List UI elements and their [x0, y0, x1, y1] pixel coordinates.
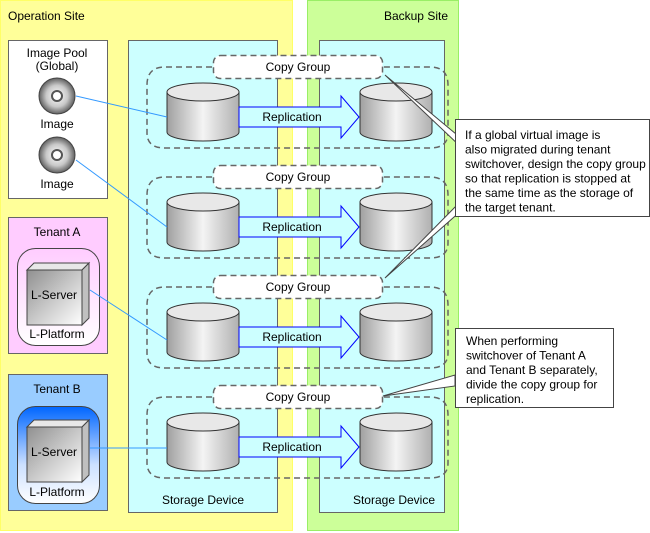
copy-group-boundary: [146, 286, 449, 369]
callout-text-line: When performing: [466, 334, 558, 348]
storage-volume-icon: [166, 302, 240, 362]
disc-icon: [38, 136, 76, 174]
l-server-label: L-Server: [31, 445, 77, 459]
replication-label: Replication: [262, 110, 321, 124]
storage-volume-icon: [166, 412, 240, 472]
copy-group-boundary: [146, 66, 449, 149]
copy-group-boundary: [146, 176, 449, 259]
callout-text-line: the same time as the storage of: [465, 186, 634, 200]
storage-volume-icon: [359, 192, 433, 252]
storage-volume-icon: [359, 82, 433, 142]
image-pool-subtitle: (Global): [36, 59, 79, 73]
link-line: [75, 95, 168, 118]
copy-group-boundary: [146, 396, 449, 479]
callout-text-line: If a global virtual image is: [465, 128, 600, 142]
copy-group-label: Copy Group: [266, 390, 331, 404]
callout-text-line: so that replication is stopped at: [465, 172, 631, 186]
replication-arrow: Replication: [238, 94, 360, 140]
backup-site-label: Backup Site: [384, 9, 448, 23]
copy-group-label: Copy Group: [266, 170, 331, 184]
server-cube-icon: [25, 261, 91, 327]
callout-text-line: the target tenant.: [465, 201, 556, 215]
callout-text-line: and Tenant B separately,: [466, 363, 598, 377]
replication-arrow: Replication: [238, 424, 360, 470]
callout-text-line: also migrated during tenant: [465, 143, 611, 157]
l-platform-label: L-Platform: [29, 327, 84, 341]
tenant-a-label: Tenant A: [34, 225, 81, 239]
image-label: Image: [40, 177, 74, 191]
replication-label: Replication: [262, 220, 321, 234]
disc-icon: [38, 77, 76, 115]
l-server-label: L-Server: [31, 288, 77, 302]
replication-label: Replication: [262, 440, 321, 454]
callout-text-line: switchover of Tenant A: [466, 349, 586, 363]
link-line: [89, 289, 168, 341]
replication-arrow: Replication: [238, 204, 360, 250]
callout-text-line: replication.: [466, 392, 524, 406]
copy-group-label-box: [212, 54, 384, 80]
callout-text-line: divide the copy group for: [466, 378, 597, 392]
copy-group-label-box: [212, 274, 384, 300]
tenant-b-label: Tenant B: [33, 382, 80, 396]
operation-site-label: Operation Site: [8, 9, 85, 23]
copy-group-label-box: [212, 384, 384, 410]
callout-text-line: switchover, design the copy group: [465, 157, 646, 171]
copy-group-label-box: [212, 164, 384, 190]
l-platform-label: L-Platform: [29, 485, 84, 499]
storage-volume-icon: [166, 192, 240, 252]
backup-storage-label: Storage Device: [353, 493, 435, 507]
replication-label: Replication: [262, 330, 321, 344]
storage-volume-icon: [359, 302, 433, 362]
copy-group-label: Copy Group: [266, 60, 331, 74]
storage-volume-icon: [359, 412, 433, 472]
copy-group-label: Copy Group: [266, 280, 331, 294]
link-line: [75, 159, 168, 228]
server-cube-icon: [25, 418, 91, 484]
replication-arrow: Replication: [238, 314, 360, 360]
image-label: Image: [40, 117, 74, 131]
operation-storage-label: Storage Device: [162, 493, 244, 507]
storage-volume-icon: [166, 82, 240, 142]
image-pool-title: Image Pool: [27, 46, 88, 60]
